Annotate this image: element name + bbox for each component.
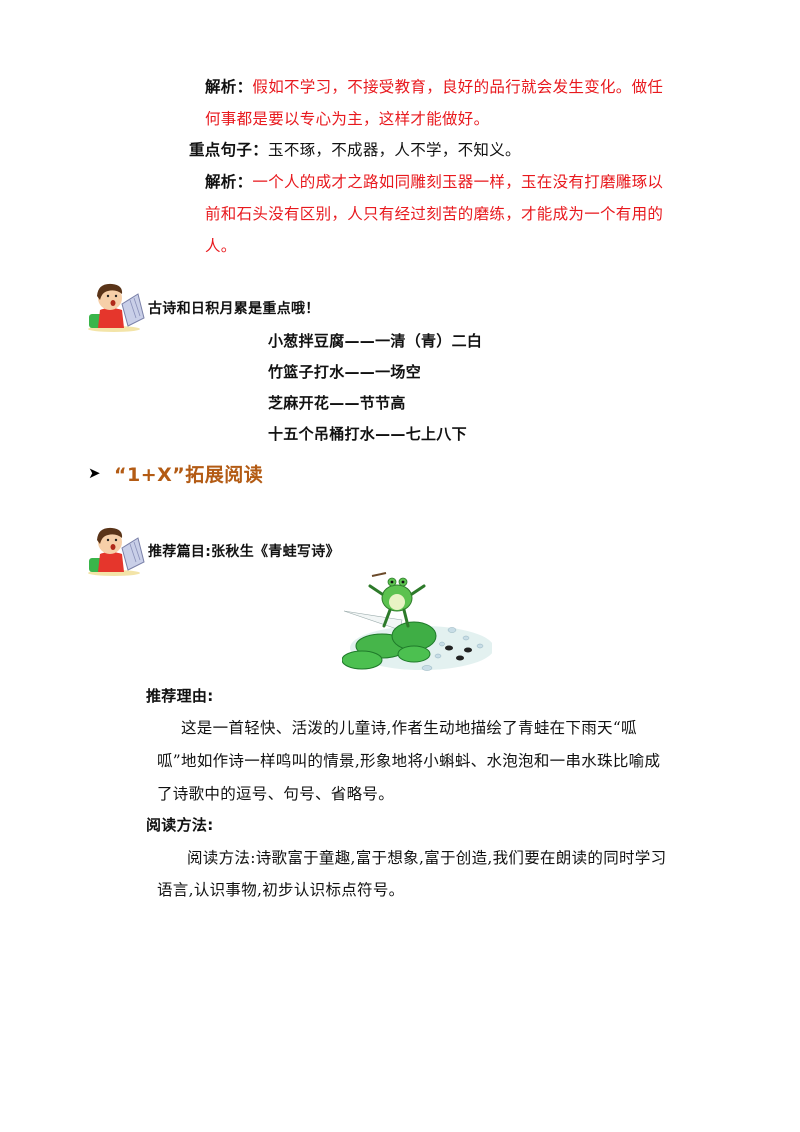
analysis-2-line-2: 前和石头没有区别，人只有经过刻苦的磨练，才能成为一个有用的 bbox=[205, 205, 664, 223]
analysis-label: 解析： bbox=[205, 78, 253, 96]
section-heading: “1+X”拓展阅读 bbox=[114, 464, 264, 486]
bullet-arrow-icon: ➤ bbox=[88, 464, 101, 482]
key-sentence: 重点句子：玉不琢，不成器，人不学，不知义。 bbox=[189, 140, 521, 160]
saying-item: 竹篮子打水——一场空 bbox=[268, 363, 422, 381]
analysis-text: 一个人的成才之路如同雕刻玉器一样，玉在没有打磨雕琢以 bbox=[252, 173, 664, 191]
tip-title: 古诗和日积月累是重点哦！ bbox=[148, 301, 320, 317]
analysis-2-line-1: 解析：一个人的成才之路如同雕刻玉器一样，玉在没有打磨雕琢以 bbox=[205, 172, 663, 192]
method-line-1: 阅读方法:诗歌富于童趣,富于想象,富于创造,我们要在朗读的同时学习 bbox=[187, 849, 667, 867]
key-sentence-text: 玉不琢，不成器，人不学，不知义。 bbox=[268, 141, 521, 159]
saying-item: 十五个吊桶打水——七上八下 bbox=[268, 425, 467, 443]
analysis-2-line-3: 人。 bbox=[205, 237, 237, 255]
reading-boy-icon bbox=[86, 280, 148, 332]
analysis-1-line-1: 解析：假如不学习，不接受教育，良好的品行就会发生变化。做任 bbox=[205, 77, 663, 97]
reason-line-2: 呱”地如作诗一样鸣叫的情景,形象地将小蝌蚪、水泡泡和一串水珠比喻成 bbox=[157, 752, 661, 770]
analysis-label: 解析： bbox=[205, 173, 253, 191]
saying-item: 小葱拌豆腐——一清（青）二白 bbox=[268, 332, 483, 350]
reason-label: 推荐理由: bbox=[146, 687, 214, 705]
frog-illustration bbox=[341, 568, 494, 671]
reason-line-1: 这是一首轻快、活泼的儿童诗,作者生动地描绘了青蛙在下雨天“呱 bbox=[181, 719, 637, 737]
method-line-2: 语言,认识事物,初步认识标点符号。 bbox=[157, 881, 405, 899]
method-label: 阅读方法: bbox=[146, 816, 214, 834]
reading-boy-icon bbox=[86, 524, 148, 576]
key-sentence-label: 重点句子： bbox=[189, 141, 269, 159]
recommended-title: 推荐篇目:张秋生《青蛙写诗》 bbox=[148, 544, 340, 560]
analysis-1-line-2: 何事都是要以专心为主，这样才能做好。 bbox=[205, 110, 490, 128]
analysis-text: 假如不学习，不接受教育，良好的品行就会发生变化。做任 bbox=[252, 78, 664, 96]
saying-item: 芝麻开花——节节高 bbox=[268, 394, 406, 412]
reason-line-3: 了诗歌中的逗号、句号、省略号。 bbox=[157, 785, 395, 803]
